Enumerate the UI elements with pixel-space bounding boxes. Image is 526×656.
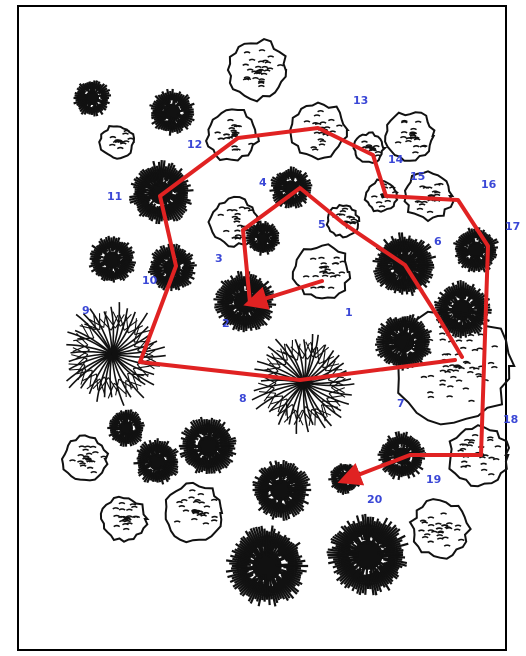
tree-canopy: [252, 334, 354, 434]
tree-canopy: [253, 460, 312, 521]
tree-canopy: [410, 499, 471, 559]
tree-canopy: [133, 438, 178, 484]
stop-label-4: 4: [259, 176, 267, 189]
stop-label-17: 17: [505, 220, 520, 233]
stop-label-19: 19: [426, 473, 441, 486]
stop-label-9: 9: [82, 304, 90, 317]
tree-canopy: [453, 227, 498, 272]
tree-canopy: [293, 244, 350, 298]
stop-label-2: 2: [222, 317, 230, 330]
stop-label-6: 6: [434, 235, 442, 248]
stop-label-13: 13: [353, 94, 368, 107]
tree-canopy: [150, 89, 195, 136]
stop-label-7: 7: [397, 397, 405, 410]
tree-canopy: [228, 39, 286, 101]
tree-canopy: [74, 80, 111, 116]
stop-label-16: 16: [481, 178, 497, 191]
tree-canopies: [62, 39, 514, 606]
stop-label-14: 14: [388, 153, 404, 166]
stop-label-12: 12: [187, 138, 202, 151]
tree-canopy: [101, 497, 147, 542]
tree-canopy: [270, 166, 313, 208]
tree-canopy: [179, 417, 237, 474]
tree-canopy: [434, 280, 492, 338]
stop-label-11: 11: [107, 190, 122, 203]
tree-canopy: [66, 302, 165, 406]
tree-canopy: [129, 160, 193, 224]
tree-canopy: [99, 126, 134, 159]
tree-canopy: [166, 483, 222, 542]
tree-canopy: [89, 236, 136, 283]
stop-label-8: 8: [239, 392, 247, 405]
stop-label-1: 1: [345, 306, 353, 319]
tree-canopy: [327, 514, 409, 595]
stop-label-18: 18: [503, 413, 518, 426]
stop-label-5: 5: [318, 218, 326, 231]
tree-canopy: [107, 409, 144, 446]
stop-label-3: 3: [215, 252, 223, 265]
tree-canopy: [62, 435, 108, 480]
tree-canopy: [226, 526, 308, 607]
stop-label-20: 20: [367, 493, 383, 506]
stop-label-15: 15: [410, 170, 425, 183]
stop-label-10: 10: [142, 274, 158, 287]
